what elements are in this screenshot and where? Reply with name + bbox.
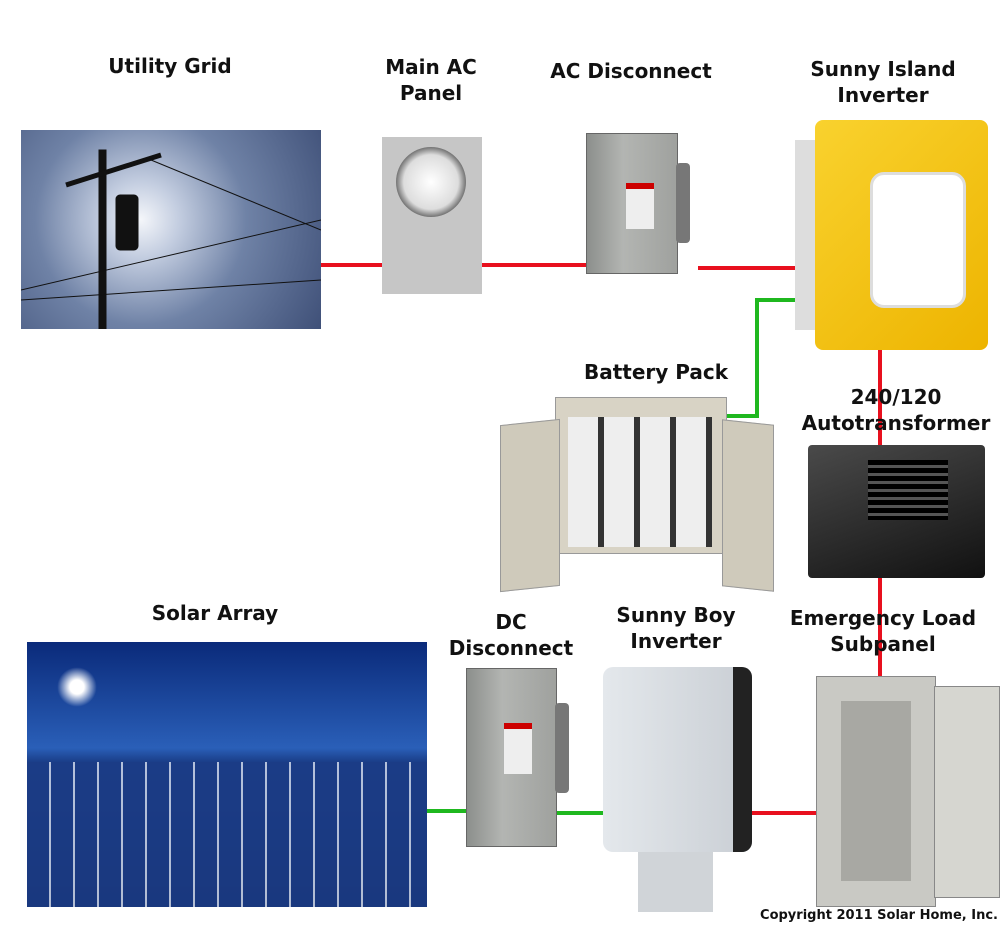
solar-array-label: Solar Array [151,601,279,625]
solar-panels [27,762,427,907]
main-ac-panel-image [382,137,482,294]
utility-pole-image [20,130,322,330]
sunny-island-inverter-image [795,120,988,350]
label-line: Panel [399,81,463,105]
solar-array-image [27,642,427,907]
disconnect-handle [676,163,690,243]
inverter-display-panel [870,172,966,308]
label-line: 240/120 [850,385,942,409]
label-line: Main AC [385,55,477,79]
cabinet-left-door [500,418,560,593]
disconnect-handle [555,703,569,793]
warning-label [626,183,654,229]
label-line: Sunny Island [810,57,956,81]
meter-icon [396,147,466,217]
sun-icon [57,667,97,707]
emergency-subpanel-image [816,676,1000,907]
inverter-body [603,667,752,852]
label-line: Inverter [837,83,929,107]
label-line: Emergency Load [789,606,977,630]
vent-grille [868,460,948,520]
warning-label [504,723,532,774]
label-line: Subpanel [830,632,936,656]
ac-disconnect-image [586,133,698,274]
autotransformer-image [808,445,985,578]
subpanel-door [934,686,1000,898]
sunny-boy-inverter-image [603,667,752,912]
utility-pole-icon [20,149,322,330]
batteries [568,417,712,547]
battery-pack-image [500,397,775,593]
label-line: Inverter [630,629,722,653]
battery-pack-label: Battery Pack [583,360,729,384]
label-line: Sunny Boy [616,603,736,627]
copyright-notice: Copyright 2011 Solar Home, Inc. [760,908,998,923]
ac-disconnect-label: AC Disconnect [550,59,712,83]
dc-disconnect-image [466,668,576,847]
utility-grid-label: Utility Grid [108,54,232,78]
label-line: DC [495,610,527,634]
label-line: Disconnect [448,636,574,660]
inverter-heatsink [733,667,752,852]
label-line: Autotransformer [801,411,991,435]
dc-wire-inverter-to-battery [725,298,808,418]
inverter-dc-switch-base [638,852,713,912]
breaker-area [841,701,911,881]
cabinet-right-door [722,419,774,592]
